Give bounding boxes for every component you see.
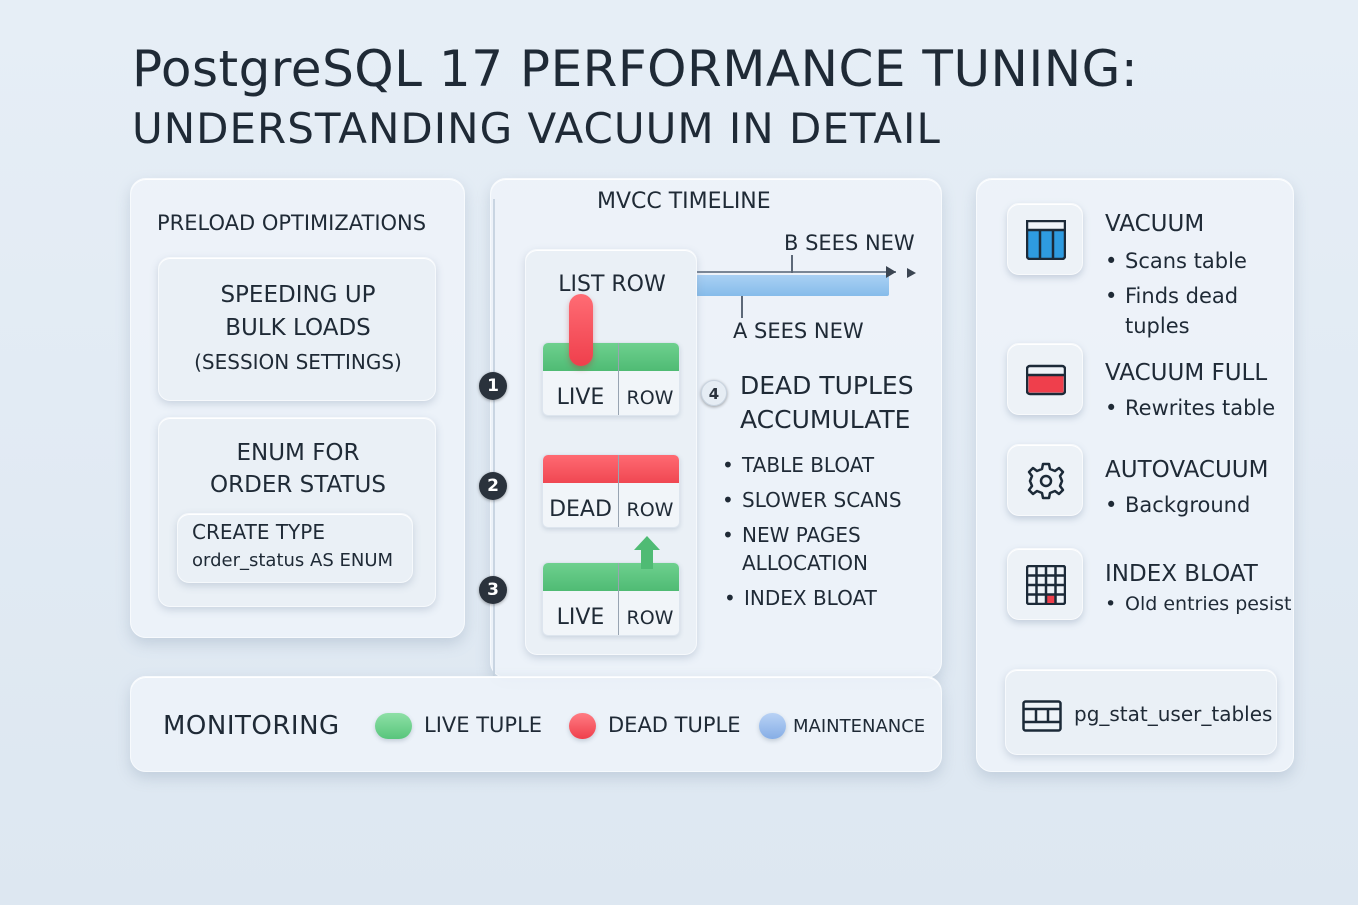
pg-stat-label: pg_stat_user_tables <box>1074 702 1273 726</box>
monitoring-title: MONITORING <box>163 711 340 741</box>
vacuum-title: VACUUM <box>1105 211 1205 237</box>
vacuum-full-tile <box>1007 343 1083 415</box>
grid-icon <box>1026 565 1066 605</box>
mvcc-title: MVCC TIMELINE <box>597 189 771 214</box>
page-title: PostgreSQL 17 PERFORMANCE TUNING: <box>132 40 1139 98</box>
row-state-label: LIVE <box>556 385 605 410</box>
delete-marker-icon <box>569 294 593 366</box>
bulk-card-line3: (SESSION SETTINGS) <box>194 350 402 374</box>
pg-stat-card: pg_stat_user_tables <box>1005 669 1277 755</box>
bulk-loads-card: SPEEDING UP BULK LOADS (SESSION SETTINGS… <box>158 257 436 401</box>
enum-card: ENUM FOR ORDER STATUS CREATE TYPE order_… <box>158 417 436 607</box>
monitoring-bar: MONITORING LIVE TUPLE DEAD TUPLE MAINTEN… <box>130 676 942 772</box>
index-bloat-title: INDEX BLOAT <box>1105 561 1258 587</box>
legend-dead-tuple: DEAD TUPLE <box>608 713 741 737</box>
row-divider <box>618 563 619 635</box>
dead-tuple-swatch <box>569 713 596 739</box>
preload-title: PRELOAD OPTIMIZATIONS <box>157 211 427 235</box>
table-icon <box>1022 700 1062 732</box>
effect-item: INDEX BLOAT <box>724 586 877 610</box>
vacuum-bullet: Scans table <box>1105 249 1247 273</box>
bulk-card-line2: BULK LOADS <box>225 315 371 341</box>
autovacuum-title: AUTOVACUUM <box>1105 457 1269 483</box>
legend-live-tuple: LIVE TUPLE <box>424 713 543 737</box>
dead-tuples-title: DEAD TUPLES <box>740 371 914 400</box>
row-label: ROW <box>626 387 674 409</box>
row-label: ROW <box>626 607 674 629</box>
row-state-label: DEAD <box>549 497 612 522</box>
row-divider <box>618 455 619 527</box>
effect-item: ALLOCATION <box>742 551 868 575</box>
timeline-bar <box>696 275 889 296</box>
step-badge: 1 <box>479 372 507 400</box>
step-badge: 3 <box>479 576 507 604</box>
preload-panel: PRELOAD OPTIMIZATIONS SPEEDING UP BULK L… <box>130 178 465 638</box>
a-sees-new-label: A SEES NEW <box>733 319 864 343</box>
effect-item: TABLE BLOAT <box>722 453 874 477</box>
code-line2: order_status AS ENUM <box>192 550 394 571</box>
maintenance-swatch <box>759 713 786 739</box>
effect-item: SLOWER SCANS <box>722 488 901 512</box>
row-state-label: LIVE <box>556 605 605 630</box>
row-divider <box>618 343 619 415</box>
timeline-line <box>696 271 896 273</box>
index-bloat-bullet: Old entries pesist <box>1105 593 1291 615</box>
code-snippet: CREATE TYPE order_status AS ENUM <box>177 513 413 583</box>
operations-panel: VACUUM Scans table Finds dead tuples VAC… <box>976 178 1294 772</box>
autovacuum-tile <box>1007 444 1083 516</box>
tuple-row-live: LIVE ROW <box>542 562 680 636</box>
list-row-label: LIST ROW <box>558 272 666 297</box>
live-band <box>543 343 679 371</box>
red-table-icon <box>1026 364 1066 396</box>
a-tick <box>741 296 743 318</box>
vacuum-full-title: VACUUM FULL <box>1105 360 1268 386</box>
tuple-row-live: LIVE ROW <box>542 342 680 416</box>
bulk-card-line1: SPEEDING UP <box>220 282 376 308</box>
up-arrow-icon <box>634 536 660 570</box>
live-band <box>543 563 679 591</box>
timeline-arrow-icon <box>907 268 916 278</box>
autovacuum-bullet: Background <box>1105 493 1250 517</box>
timeline-arrow-icon <box>886 266 896 278</box>
enum-card-line1: ENUM FOR <box>236 440 360 466</box>
dead-tuples-title: ACCUMULATE <box>740 405 911 434</box>
panel-divider <box>493 199 495 679</box>
dead-band <box>543 455 679 483</box>
vacuum-full-bullet: Rewrites table <box>1105 396 1275 420</box>
live-tuple-swatch <box>375 713 412 739</box>
code-line1: CREATE TYPE <box>192 520 325 544</box>
page-subtitle: UNDERSTANDING VACUUM IN DETAIL <box>132 104 941 153</box>
step-badge: 2 <box>479 472 507 500</box>
gear-icon <box>1027 462 1065 500</box>
effect-item: NEW PAGES <box>722 523 861 547</box>
row-label: ROW <box>626 499 674 521</box>
step-badge: 4 <box>701 380 727 406</box>
b-tick <box>791 255 793 273</box>
mvcc-panel: MVCC TIMELINE B SEES NEW A SEES NEW LIST… <box>479 178 942 679</box>
vacuum-tile <box>1007 203 1083 275</box>
row-stack: LIST ROW LIVE ROW DEAD ROW LIVE ROW <box>525 249 697 655</box>
b-sees-new-label: B SEES NEW <box>784 231 915 255</box>
vacuum-bullet: Finds dead <box>1105 284 1238 308</box>
table-columns-icon <box>1026 220 1066 260</box>
enum-card-line2: ORDER STATUS <box>210 472 386 498</box>
index-bloat-tile <box>1007 548 1083 620</box>
vacuum-bullet: tuples <box>1125 314 1190 338</box>
legend-maintenance: MAINTENANCE <box>793 716 926 737</box>
tuple-row-dead: DEAD ROW <box>542 454 680 528</box>
